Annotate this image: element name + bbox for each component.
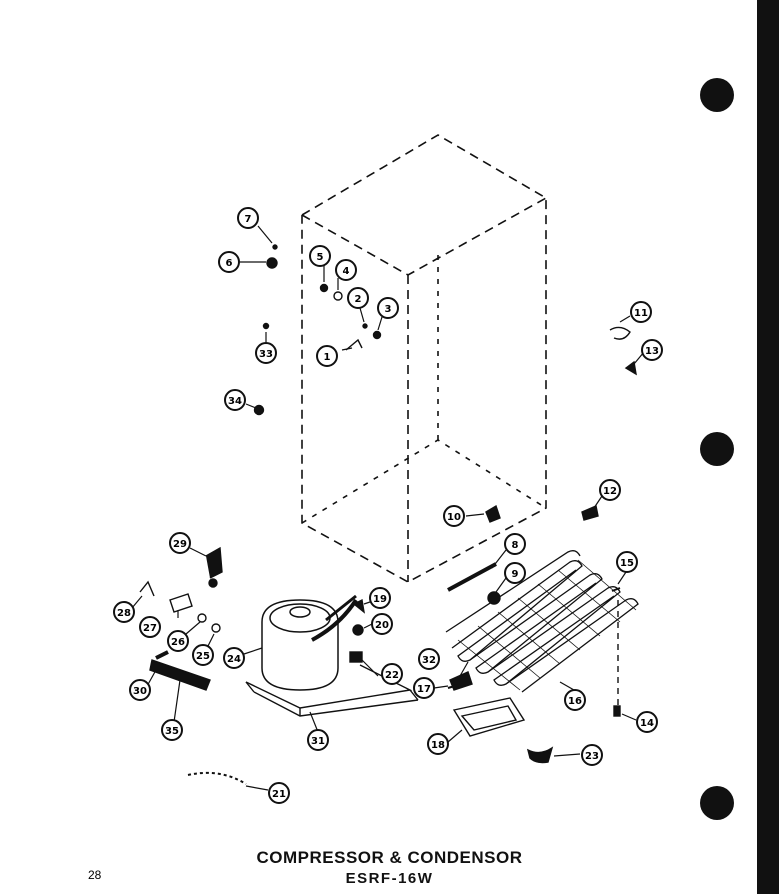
callout-21: 21: [268, 782, 290, 804]
small-parts: [139, 244, 637, 785]
callout-16: 16: [564, 689, 586, 711]
callout-8: 8: [504, 533, 526, 555]
page-number: 28: [88, 868, 102, 882]
svg-text:3: 3: [385, 304, 392, 315]
callout-13: 13: [641, 339, 663, 361]
svg-text:31: 31: [311, 736, 325, 747]
condenser-coil: [445, 550, 639, 693]
svg-text:9: 9: [512, 569, 519, 580]
scan-edge: [757, 0, 779, 894]
callout-24: 24: [223, 647, 245, 669]
svg-text:27: 27: [143, 623, 157, 634]
svg-text:35: 35: [165, 726, 179, 737]
callout-3: 3: [377, 297, 399, 319]
svg-text:26: 26: [171, 637, 185, 648]
svg-text:12: 12: [603, 486, 617, 497]
callout-18: 18: [427, 733, 449, 755]
callout-14: 14: [636, 711, 658, 733]
callout-11: 11: [630, 301, 652, 323]
svg-text:22: 22: [385, 670, 399, 681]
callout-10: 10: [443, 505, 465, 527]
svg-text:13: 13: [645, 346, 659, 357]
callout-2: 2: [347, 287, 369, 309]
callout-25: 25: [192, 644, 214, 666]
binder-hole: [700, 78, 734, 112]
svg-text:14: 14: [640, 718, 654, 729]
callout-33: 33: [255, 342, 277, 364]
callout-4: 4: [335, 259, 357, 281]
svg-text:11: 11: [634, 308, 648, 319]
svg-text:23: 23: [585, 751, 599, 762]
svg-text:10: 10: [447, 512, 461, 523]
callout-6: 6: [218, 251, 240, 273]
callout-15: 15: [616, 551, 638, 573]
svg-text:6: 6: [226, 258, 233, 269]
callout-22: 22: [381, 663, 403, 685]
callout-17: 17: [413, 677, 435, 699]
model-number: ESRF-16W: [345, 870, 434, 887]
callout-32: 32: [418, 648, 440, 670]
svg-text:25: 25: [196, 651, 210, 662]
svg-text:16: 16: [568, 696, 582, 707]
svg-text:19: 19: [373, 594, 387, 605]
callout-20: 20: [371, 613, 393, 635]
svg-text:8: 8: [512, 540, 519, 551]
binder-hole: [700, 786, 734, 820]
callout-35: 35: [161, 719, 183, 741]
callout-30: 30: [129, 679, 151, 701]
svg-text:2: 2: [355, 294, 362, 305]
binder-hole: [700, 432, 734, 466]
svg-text:29: 29: [173, 539, 187, 550]
callout-1: 1: [316, 345, 338, 367]
callout-34: 34: [224, 389, 246, 411]
leader-lines: [131, 225, 645, 791]
svg-text:33: 33: [259, 349, 273, 360]
svg-text:20: 20: [375, 620, 389, 631]
svg-text:21: 21: [272, 789, 286, 800]
callout-9: 9: [504, 562, 526, 584]
callout-5: 5: [309, 245, 331, 267]
compressor-base: [245, 664, 419, 717]
callout-31: 31: [307, 729, 329, 751]
svg-text:34: 34: [228, 396, 242, 407]
svg-text:15: 15: [620, 558, 634, 569]
callout-27: 27: [139, 616, 161, 638]
svg-text:4: 4: [343, 266, 350, 277]
callout-28: 28: [113, 601, 135, 623]
svg-text:32: 32: [422, 655, 436, 666]
callout-23: 23: [581, 744, 603, 766]
svg-text:18: 18: [431, 740, 445, 751]
compressor: [261, 594, 358, 691]
svg-text:30: 30: [133, 686, 147, 697]
callout-7: 7: [237, 207, 259, 229]
svg-text:17: 17: [417, 684, 431, 695]
svg-text:7: 7: [245, 214, 252, 225]
svg-text:24: 24: [227, 654, 241, 665]
callout-12: 12: [599, 479, 621, 501]
callout-19: 19: [369, 587, 391, 609]
svg-text:5: 5: [317, 252, 324, 263]
cabinet-outline: [301, 134, 547, 583]
callout-26: 26: [167, 630, 189, 652]
svg-text:28: 28: [117, 608, 131, 619]
diagram-title: COMPRESSOR & CONDENSOR: [256, 848, 523, 867]
svg-text:1: 1: [324, 352, 331, 363]
callout-29: 29: [169, 532, 191, 554]
